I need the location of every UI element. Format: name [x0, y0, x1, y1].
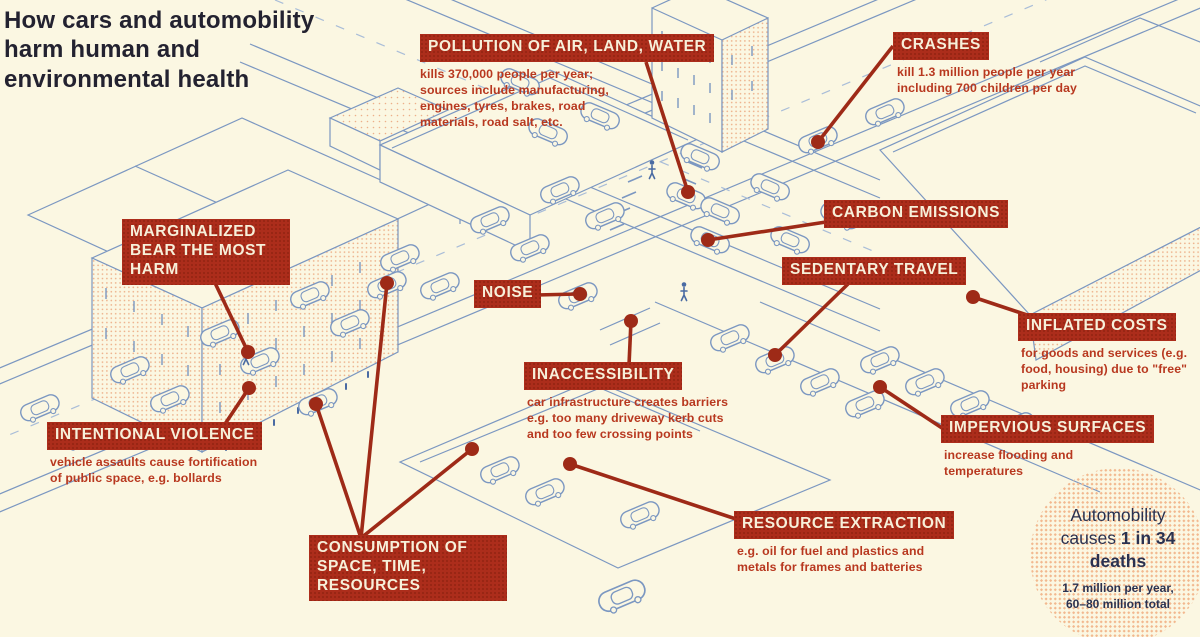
callout-note: car infrastructure creates barriers e.g.… — [527, 394, 729, 441]
stat-circle: Automobility causes 1 in 34 deaths 1.7 m… — [1030, 468, 1200, 637]
callout-noise: NOISE — [474, 280, 542, 308]
callout-note: kills 370,000 people per year; sources i… — [420, 66, 609, 129]
callout-inflated-costs: INFLATED COSTS for goods and services (e… — [1018, 313, 1193, 394]
callout-carbon-emissions: CARBON EMISSIONS — [824, 200, 1009, 228]
page-title: How cars and automobility harm human and… — [4, 7, 315, 93]
callout-note: e.g. oil for fuel and plastics and metal… — [737, 543, 925, 574]
stat-note: 1.7 million per year, 60–80 million tota… — [1062, 581, 1174, 612]
callout-label: SEDENTARY TRAVEL — [782, 257, 967, 285]
stat-highlight: 1 in 34 deaths — [1089, 527, 1176, 571]
callout-pollution: POLLUTION OF AIR, LAND, WATER kills 370,… — [420, 34, 715, 131]
callout-lines — [203, 44, 1031, 540]
callout-note: kill 1.3 million people per year includi… — [897, 64, 1077, 95]
callout-note: for goods and services (e.g. food, housi… — [1021, 345, 1188, 392]
callout-sedentary-travel: SEDENTARY TRAVEL — [782, 257, 967, 285]
callout-label: INACCESSIBILITY — [524, 362, 683, 390]
callout-intentional-violence: INTENTIONAL VIOLENCE vehicle assaults ca… — [47, 422, 263, 487]
callout-note: increase flooding and temperatures — [944, 447, 1074, 478]
callout-label: NOISE — [474, 280, 542, 308]
callout-label: CARBON EMISSIONS — [824, 200, 1009, 228]
callout-consumption: CONSUMPTION OF SPACE, TIME, RESOURCES — [309, 535, 507, 601]
callout-label: IMPERVIOUS SURFACES — [941, 415, 1155, 443]
callout-label: CRASHES — [893, 32, 989, 60]
callout-crashes: CRASHES kill 1.3 million people per year… — [893, 32, 1083, 97]
building-far-ne — [1039, 17, 1200, 63]
callout-label: MARGINALIZED BEAR THE MOST HARM — [122, 219, 290, 285]
callout-label: INTENTIONAL VIOLENCE — [47, 422, 263, 450]
callout-label: INFLATED COSTS — [1018, 313, 1176, 341]
callout-label: CONSUMPTION OF SPACE, TIME, RESOURCES — [309, 535, 507, 601]
callout-note: vehicle assaults cause fortification of … — [50, 454, 258, 485]
callout-label: POLLUTION OF AIR, LAND, WATER — [420, 34, 715, 62]
callout-marginalized: MARGINALIZED BEAR THE MOST HARM — [122, 219, 290, 285]
callout-inaccessibility: INACCESSIBILITY car infrastructure creat… — [524, 362, 732, 443]
callout-resource-extraction: RESOURCE EXTRACTION e.g. oil for fuel an… — [734, 511, 955, 576]
stat-intro: Automobility causes — [1060, 505, 1166, 548]
stat-headline: Automobility causes 1 in 34 deaths — [1052, 504, 1184, 572]
callout-impervious-surfaces: IMPERVIOUS SURFACES increase flooding an… — [941, 415, 1155, 480]
callout-label: RESOURCE EXTRACTION — [734, 511, 955, 539]
